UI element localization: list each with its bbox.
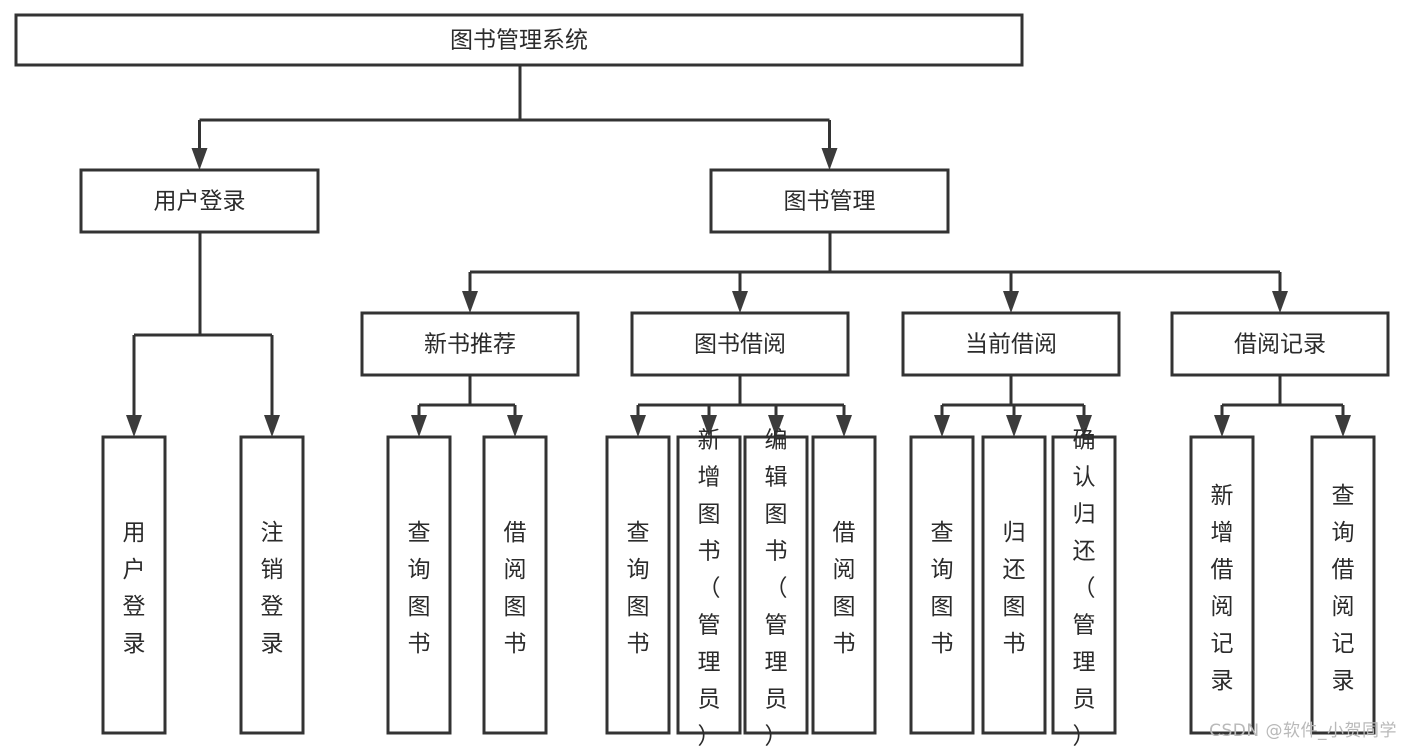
- connector-book-borrow: [630, 375, 852, 437]
- node-box-borrow-records[interactable]: [1170, 311, 1390, 377]
- node-box-leaf-logout[interactable]: [239, 435, 305, 735]
- node-leaf-query-record[interactable]: 查询借阅记录: [1310, 435, 1376, 735]
- node-leaf-add-book[interactable]: 新增图书（管理员）: [676, 427, 742, 747]
- node-root[interactable]: 图书管理系统: [14, 13, 1024, 67]
- node-book-management[interactable]: 图书管理: [709, 168, 950, 234]
- node-label-leaf-logout: 注销登录: [261, 520, 284, 657]
- node-box-leaf-query-book-borrow[interactable]: [605, 435, 671, 735]
- node-box-leaf-confirm-return[interactable]: [1051, 435, 1117, 735]
- node-box-leaf-borrow-book[interactable]: [811, 435, 877, 735]
- connector-new-book-recommend: [411, 375, 523, 437]
- node-box-book-borrow[interactable]: [630, 311, 850, 377]
- arrow-head-icon: [1076, 415, 1092, 437]
- node-label-leaf-edit-book: 编辑图书（管理员）: [765, 427, 788, 747]
- node-box-leaf-add-book[interactable]: [676, 435, 742, 735]
- arrow-head-icon: [462, 291, 478, 313]
- node-box-leaf-query-book-current[interactable]: [909, 435, 975, 735]
- arrow-head-icon: [191, 148, 208, 170]
- node-box-user-login[interactable]: [79, 168, 320, 234]
- connector-borrow-records: [1214, 375, 1351, 437]
- node-leaf-query-book-current[interactable]: 查询图书: [909, 435, 975, 735]
- node-box-leaf-user-login[interactable]: [101, 435, 167, 735]
- node-leaf-add-record[interactable]: 新增借阅记录: [1189, 435, 1255, 735]
- connector-root: [191, 65, 838, 170]
- arrow-head-icon: [411, 415, 427, 437]
- node-box-root[interactable]: [14, 13, 1024, 67]
- connector-layer: [126, 65, 1351, 437]
- node-label-leaf-return-book: 归还图书: [1003, 520, 1026, 657]
- arrow-head-icon: [1272, 291, 1288, 313]
- node-layer: 图书管理系统用户登录图书管理新书推荐图书借阅当前借阅借阅记录用户登录注销登录查询…: [14, 13, 1390, 747]
- node-label-leaf-borrow-book-rec: 借阅图书: [504, 520, 527, 657]
- node-book-borrow[interactable]: 图书借阅: [630, 311, 850, 377]
- arrow-head-icon: [507, 415, 523, 437]
- arrow-head-icon: [768, 415, 784, 437]
- node-label-book-borrow: 图书借阅: [694, 332, 786, 358]
- node-box-current-borrow[interactable]: [901, 311, 1121, 377]
- node-label-borrow-records: 借阅记录: [1234, 332, 1326, 358]
- node-box-leaf-borrow-book-rec[interactable]: [482, 435, 548, 735]
- node-new-book-recommend[interactable]: 新书推荐: [360, 311, 580, 377]
- connector-book-management: [462, 232, 1288, 313]
- node-label-book-management: 图书管理: [784, 189, 876, 215]
- node-leaf-logout[interactable]: 注销登录: [239, 435, 305, 735]
- node-leaf-query-book-borrow[interactable]: 查询图书: [605, 435, 671, 735]
- arrow-head-icon: [701, 415, 717, 437]
- arrow-head-icon: [821, 148, 838, 170]
- node-leaf-borrow-book-rec[interactable]: 借阅图书: [482, 435, 548, 735]
- node-label-user-login: 用户登录: [154, 189, 246, 215]
- arrow-head-icon: [126, 415, 142, 437]
- node-user-login[interactable]: 用户登录: [79, 168, 320, 234]
- node-borrow-records[interactable]: 借阅记录: [1170, 311, 1390, 377]
- node-label-leaf-add-book: 新增图书（管理员）: [698, 427, 721, 747]
- node-leaf-user-login[interactable]: 用户登录: [101, 435, 167, 735]
- node-box-new-book-recommend[interactable]: [360, 311, 580, 377]
- node-box-leaf-return-book[interactable]: [981, 435, 1047, 735]
- node-leaf-query-book-rec[interactable]: 查询图书: [386, 435, 452, 735]
- arrow-head-icon: [836, 415, 852, 437]
- node-label-leaf-query-book-borrow: 查询图书: [627, 520, 650, 657]
- node-box-leaf-edit-book[interactable]: [743, 435, 809, 735]
- node-label-new-book-recommend: 新书推荐: [424, 332, 516, 358]
- arrow-head-icon: [1003, 291, 1019, 313]
- node-box-leaf-query-book-rec[interactable]: [386, 435, 452, 735]
- node-leaf-borrow-book[interactable]: 借阅图书: [811, 435, 877, 735]
- node-current-borrow[interactable]: 当前借阅: [901, 311, 1121, 377]
- arrow-head-icon: [1214, 415, 1230, 437]
- connector-current-borrow: [934, 375, 1092, 437]
- node-label-leaf-query-book-rec: 查询图书: [408, 520, 431, 657]
- arrow-head-icon: [1335, 415, 1351, 437]
- arrow-head-icon: [630, 415, 646, 437]
- node-label-leaf-confirm-return: 确认归还（管理员）: [1073, 427, 1096, 747]
- node-box-book-management[interactable]: [709, 168, 950, 234]
- node-label-leaf-query-record: 查询借阅记录: [1332, 483, 1355, 694]
- node-label-leaf-user-login: 用户登录: [123, 520, 146, 657]
- node-leaf-edit-book[interactable]: 编辑图书（管理员）: [743, 427, 809, 747]
- node-label-leaf-add-record: 新增借阅记录: [1211, 483, 1234, 694]
- node-box-leaf-query-record[interactable]: [1310, 435, 1376, 735]
- arrow-head-icon: [1006, 415, 1022, 437]
- arrow-head-icon: [934, 415, 950, 437]
- arrow-head-icon: [264, 415, 280, 437]
- node-box-leaf-add-record[interactable]: [1189, 435, 1255, 735]
- connector-user-login: [126, 232, 280, 437]
- node-label-leaf-borrow-book: 借阅图书: [833, 520, 856, 657]
- arrow-head-icon: [732, 291, 748, 313]
- node-leaf-confirm-return[interactable]: 确认归还（管理员）: [1051, 427, 1117, 747]
- node-leaf-return-book[interactable]: 归还图书: [981, 435, 1047, 735]
- node-label-leaf-query-book-current: 查询图书: [931, 520, 954, 657]
- node-label-root: 图书管理系统: [450, 28, 588, 54]
- node-label-current-borrow: 当前借阅: [965, 332, 1057, 358]
